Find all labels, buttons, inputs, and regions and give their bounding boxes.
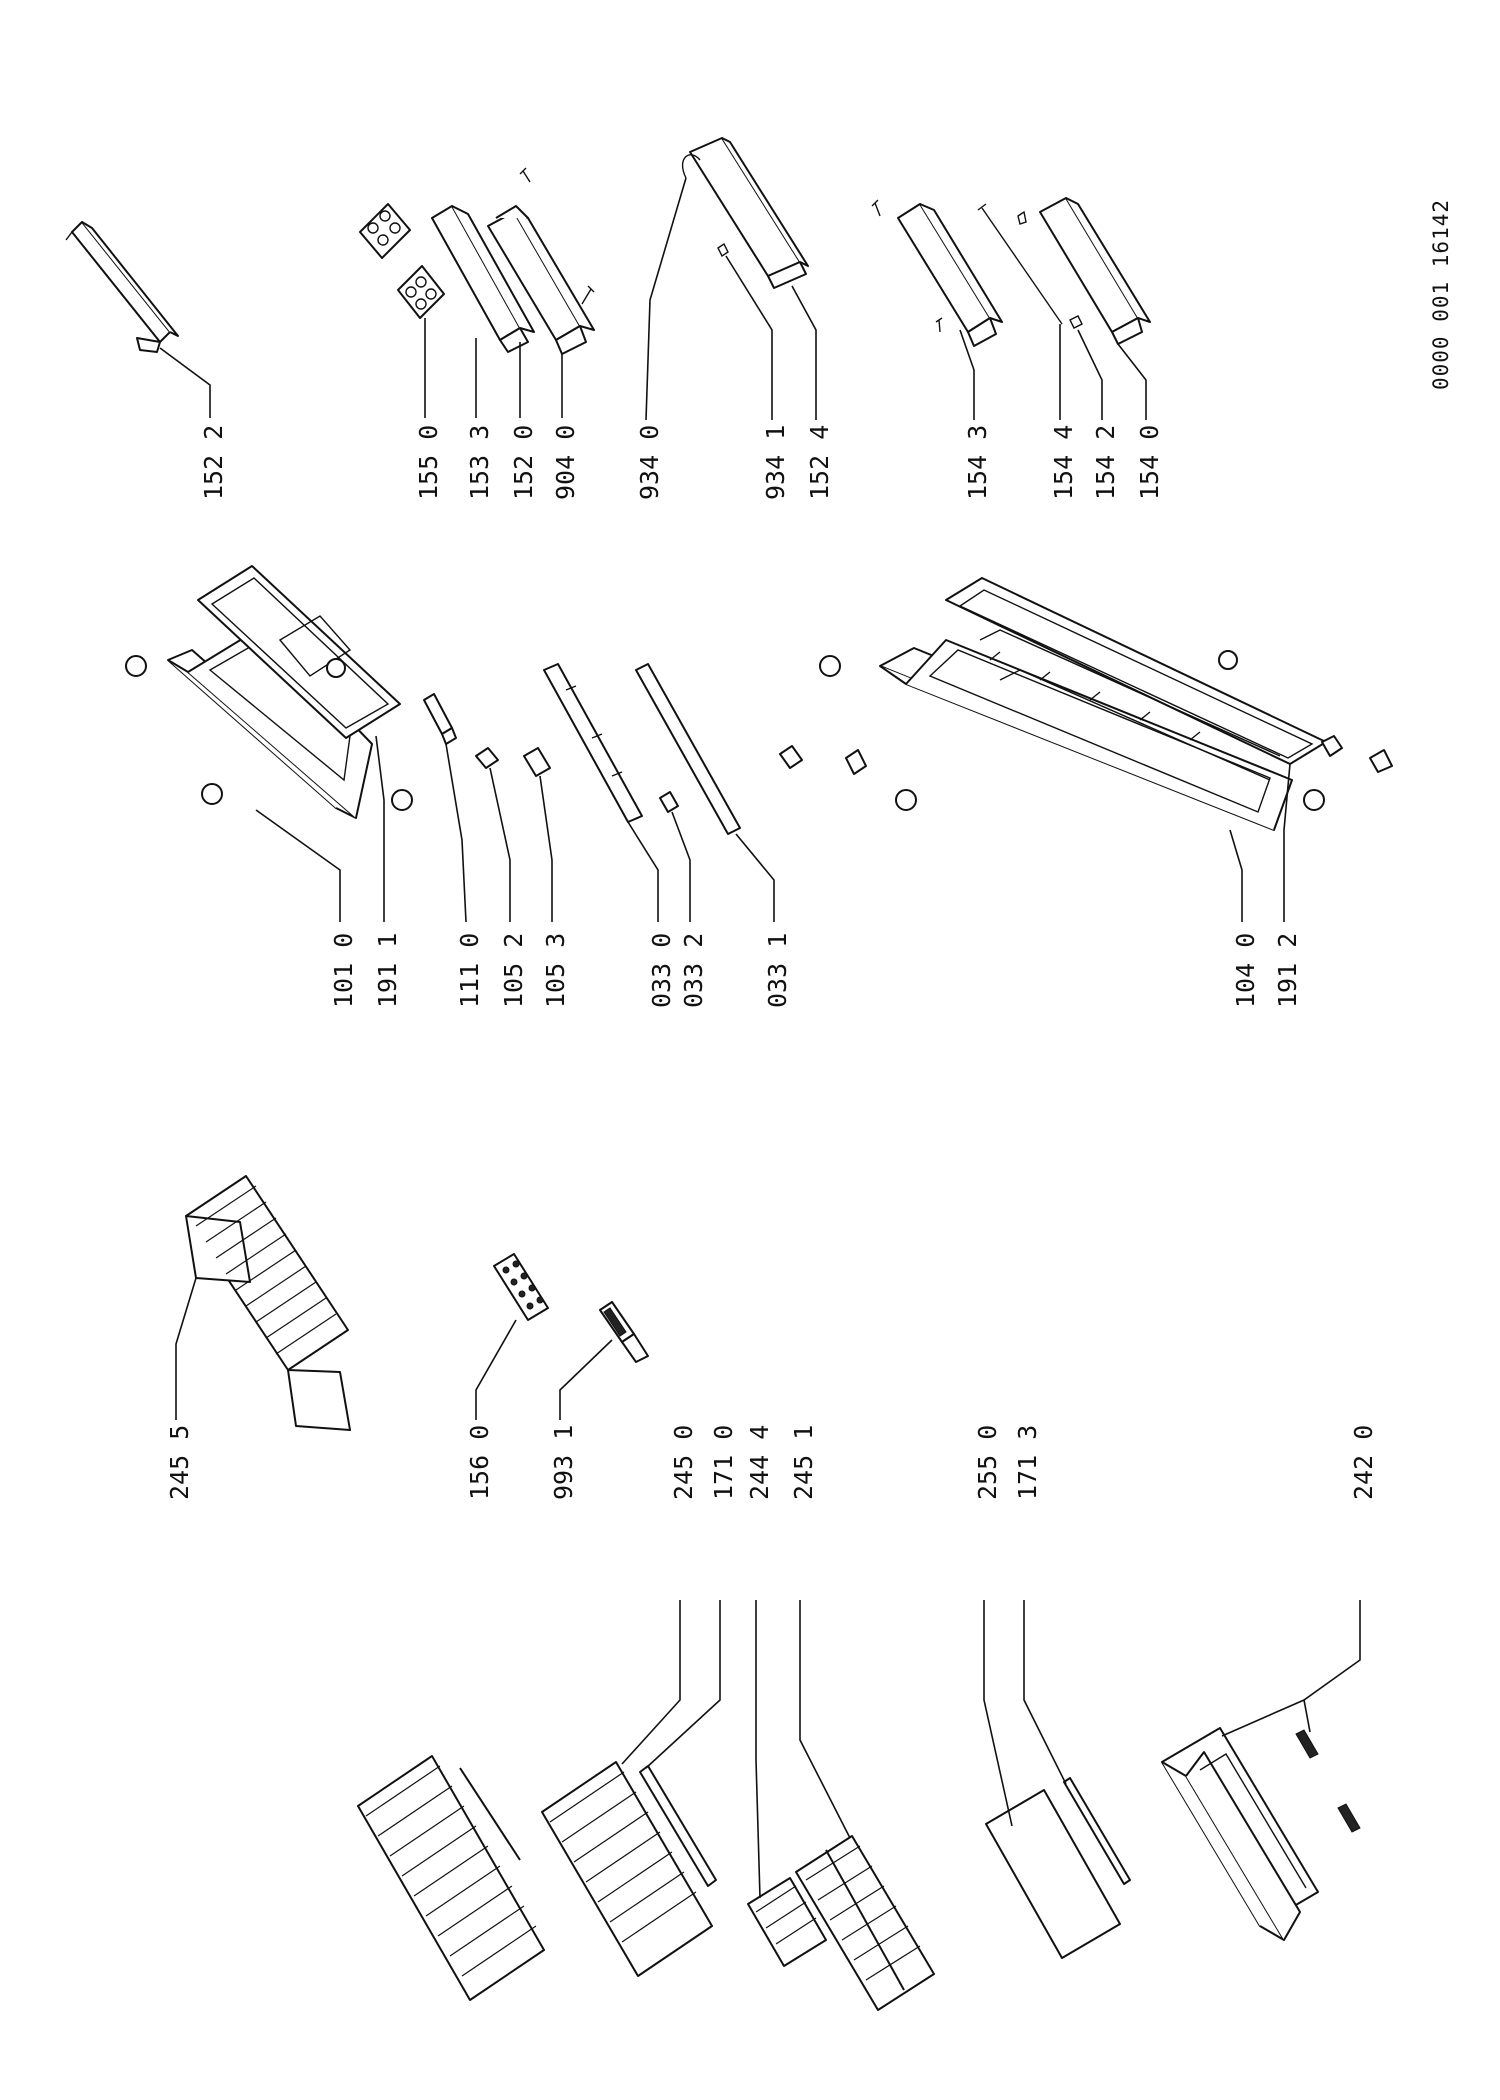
leader-245-1 [799, 1600, 851, 1839]
wire-shelf-divided [795, 1835, 935, 2011]
leader-171-0 [645, 1600, 721, 1769]
control-panel [543, 663, 643, 823]
part-label-244-4: 244 4 [745, 1425, 774, 1500]
part-label-191-1: 191 1 [373, 933, 402, 1008]
door-clip [717, 242, 729, 258]
part-label-245-0: 245 0 [669, 1425, 698, 1500]
handle [423, 693, 457, 745]
part-label-101-0: 101 0 [329, 933, 358, 1008]
part-label-242-0: 242 0 [1349, 1425, 1378, 1500]
part-label-152-4: 152 4 [805, 425, 834, 500]
part-label-111-0: 111 0 [455, 933, 484, 1008]
rack-bracket [1069, 315, 1083, 329]
bottle-rack-large [1039, 197, 1151, 345]
leader-152-2 [159, 347, 211, 418]
half-shelf [747, 1877, 827, 1967]
leader-242-0-b [1303, 1699, 1311, 1733]
part-label-993-1: 993 1 [549, 1425, 578, 1500]
control-cover [635, 663, 741, 835]
leader-152-4 [791, 285, 817, 420]
part-label-033-2: 033 2 [679, 933, 708, 1008]
door-rack-top [65, 221, 179, 353]
part-label-255-0: 255 0 [973, 1425, 1002, 1500]
part-label-033-1: 033 1 [763, 933, 792, 1008]
part-label-191-2: 191 2 [1273, 933, 1302, 1008]
leader-033-0 [627, 821, 659, 922]
part-label-104-0: 104 0 [1231, 933, 1260, 1008]
fridge-door [879, 639, 1293, 831]
part-label-904-0: 904 0 [551, 425, 580, 500]
drawing-code: 0000 001 16142 [1429, 199, 1453, 390]
butter-shelf [431, 205, 535, 353]
part-label-152-2: 152 2 [199, 425, 228, 500]
part-label-105-3: 105 3 [541, 933, 570, 1008]
leader-934-1 [725, 255, 773, 420]
leader-154-0 [1117, 343, 1147, 420]
leader-105-3 [539, 775, 553, 922]
glass-shelf-trim [1063, 1777, 1131, 1885]
leader-255-0 [983, 1600, 1013, 1827]
leader-191-2 [1283, 763, 1291, 922]
freezer-door-gasket [197, 565, 401, 739]
crisper-drawer [1161, 1727, 1361, 1941]
leader-101-0 [255, 809, 341, 922]
leader-242-0 [1221, 1600, 1361, 1737]
bottle-rack-small [871, 199, 1003, 347]
part-label-154-3: 154 3 [963, 425, 992, 500]
part-label-155-0: 155 0 [414, 425, 443, 500]
hinge-cover [523, 747, 551, 777]
leader-156-0 [475, 1319, 517, 1420]
leader-033-1 [735, 833, 775, 922]
wire-shelf-top [357, 1755, 545, 2001]
door-bar [689, 137, 809, 289]
part-label-033-0: 033 0 [647, 933, 676, 1008]
leader-191-1 [375, 735, 385, 922]
part-label-152-0: 152 0 [509, 425, 538, 500]
leader-154-2 [1077, 329, 1103, 420]
door-wire [681, 154, 701, 179]
leader-104-0 [1229, 829, 1243, 922]
part-label-156-0: 156 0 [465, 1425, 494, 1500]
leader-245-0 [621, 1600, 681, 1765]
glass-shelf [985, 1789, 1121, 1959]
part-label-154-2: 154 2 [1091, 425, 1120, 500]
ice-tray [493, 1253, 549, 1321]
wire-shelf [541, 1761, 713, 1977]
leader-033-2 [671, 811, 691, 922]
part-label-934-1: 934 1 [761, 425, 790, 500]
leader-154-3 [959, 329, 975, 420]
leader-111-0 [445, 743, 467, 923]
freezer-basket [185, 1175, 351, 1431]
dairy-compartment [487, 205, 595, 355]
hinge-plate [475, 747, 499, 769]
scraper [599, 1301, 649, 1363]
dairy-compartment-screw [519, 167, 595, 305]
fridge-door-fasteners [779, 650, 1393, 811]
control-knob [659, 791, 679, 813]
rack-rod [977, 203, 1063, 325]
leader-244-4 [755, 1600, 761, 1899]
part-label-934-0: 934 0 [635, 425, 664, 500]
freezer-door [167, 627, 373, 819]
leader-934-0 [645, 177, 687, 421]
shelf-trim [639, 1765, 717, 1887]
part-label-171-0: 171 0 [709, 1425, 738, 1500]
leader-171-3 [1023, 1600, 1067, 1785]
part-label-105-2: 105 2 [499, 933, 528, 1008]
leader-245-5 [175, 1277, 197, 1420]
part-label-154-4: 154 4 [1049, 425, 1078, 500]
part-label-245-5: 245 5 [165, 1425, 194, 1500]
leader-993-1 [559, 1339, 613, 1420]
door-fasteners [125, 655, 413, 811]
part-label-245-1: 245 1 [789, 1425, 818, 1500]
part-label-153-3: 153 3 [465, 425, 494, 500]
egg-tray [359, 203, 445, 319]
part-label-171-3: 171 3 [1013, 1425, 1042, 1500]
part-label-154-0: 154 0 [1135, 425, 1164, 500]
leader-105-2 [489, 767, 511, 922]
